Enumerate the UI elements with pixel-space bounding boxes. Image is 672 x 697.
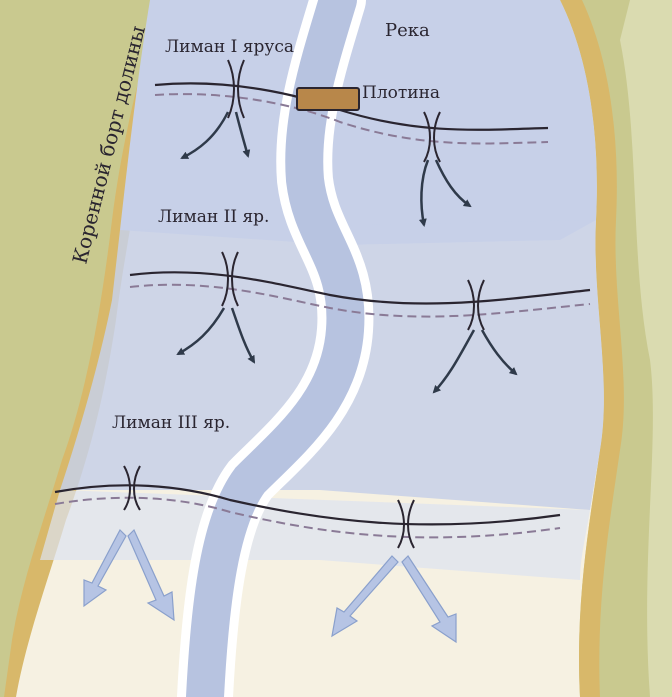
liman-3-label: Лиман III яр. bbox=[112, 413, 230, 433]
dam bbox=[297, 88, 359, 110]
river-label: Река bbox=[385, 20, 430, 41]
dam-label: Плотина bbox=[362, 83, 440, 103]
liman-2-label: Лиман II яр. bbox=[158, 207, 269, 227]
liman-1-label: Лиман I яруса bbox=[165, 37, 294, 57]
